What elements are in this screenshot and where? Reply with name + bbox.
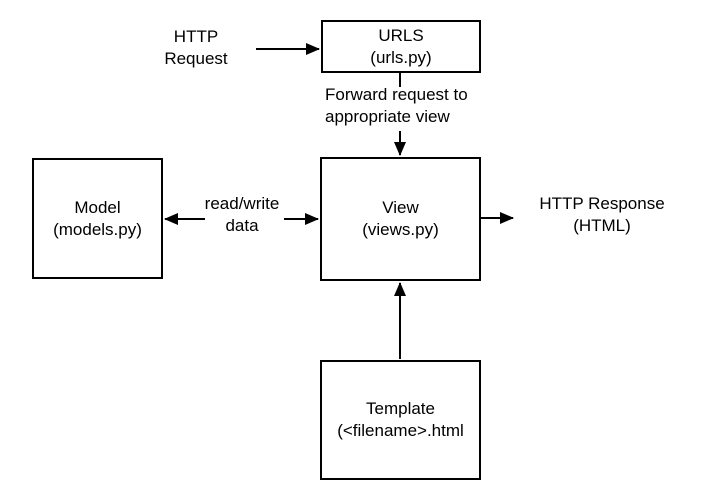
view-box-title: View xyxy=(382,198,419,217)
model-box-subtitle: (models.py) xyxy=(53,219,142,239)
http-response-label-line1: HTTP Response xyxy=(539,194,665,213)
template-box-subtitle: (<filename>.html xyxy=(337,421,464,440)
urls-box: URLS (urls.py) xyxy=(321,20,481,73)
http-request-label-line1: HTTP xyxy=(173,27,219,46)
forward-request-label-line2: appropriate view xyxy=(325,107,450,126)
http-request-label-line2: Request xyxy=(164,49,228,68)
template-box-title: Template xyxy=(366,399,435,418)
http-response-label: HTTP Response (HTML) xyxy=(522,193,682,237)
view-box-subtitle: (views.py) xyxy=(362,220,439,239)
urls-box-subtitle: (urls.py) xyxy=(370,47,432,67)
forward-request-label: Forward request to appropriate view xyxy=(325,84,505,128)
forward-request-label-line1: Forward request to xyxy=(325,85,468,104)
view-box: View (views.py) xyxy=(320,157,481,281)
read-write-data-label: read/write data xyxy=(197,193,287,237)
urls-box-title: URLS xyxy=(378,25,424,45)
model-box-title: Model xyxy=(74,197,121,217)
http-response-label-line2: (HTML) xyxy=(573,216,631,235)
http-request-label: HTTP Request xyxy=(139,26,253,70)
template-box: Template (<filename>.html xyxy=(320,360,481,480)
model-box: Model (models.py) xyxy=(32,158,163,279)
read-write-data-label-line2: data xyxy=(225,216,259,235)
read-write-data-label-line1: read/write xyxy=(204,194,280,213)
